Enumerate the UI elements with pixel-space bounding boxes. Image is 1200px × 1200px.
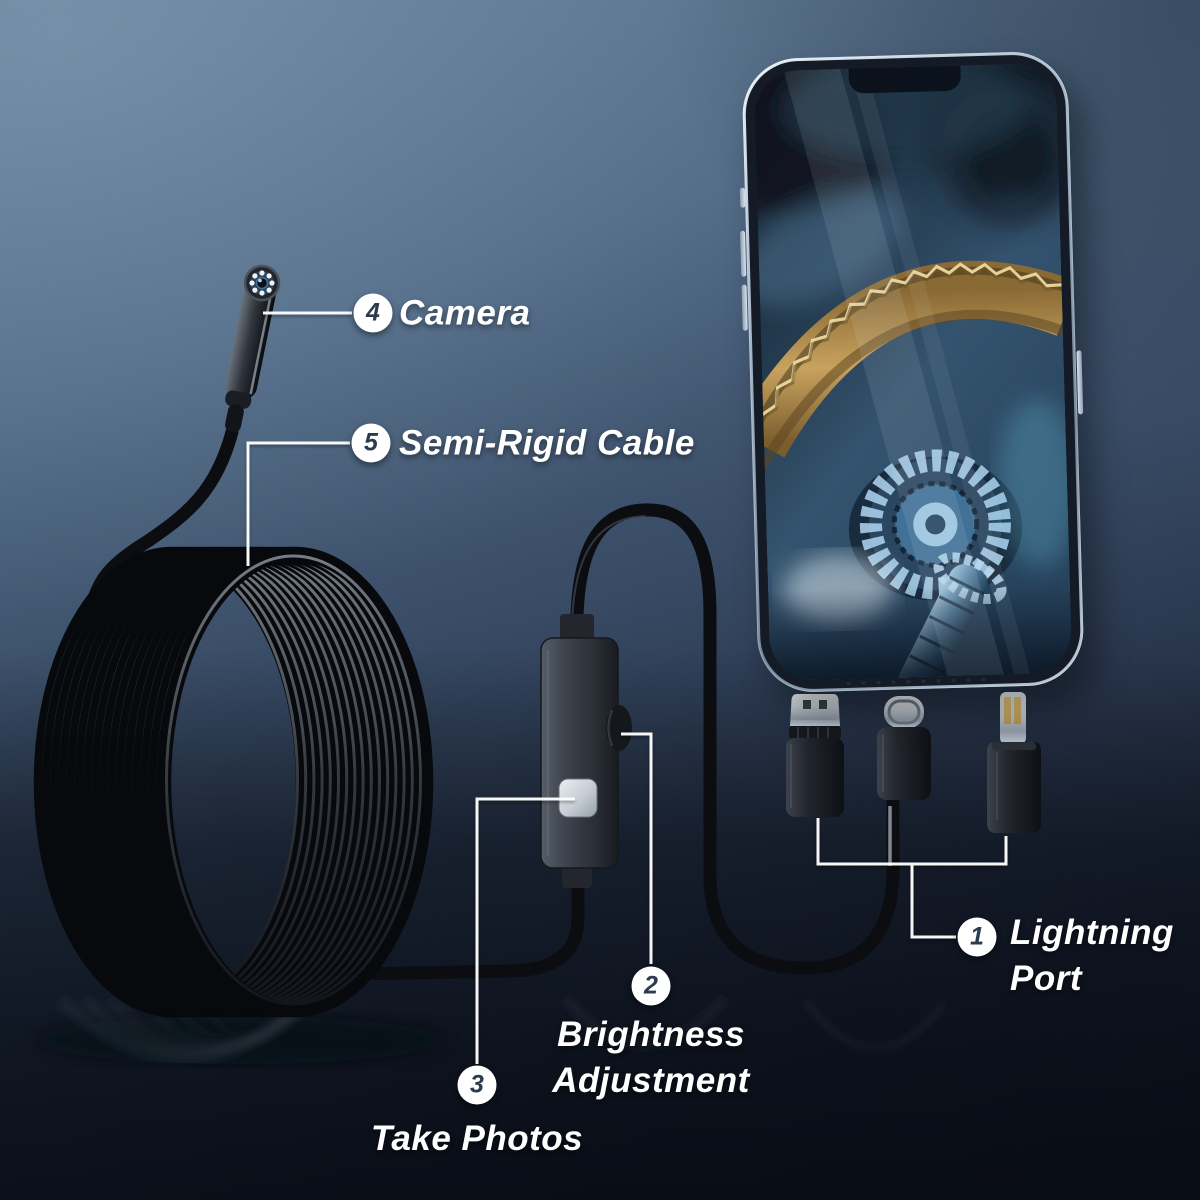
badge-1: 1: [957, 917, 997, 957]
control-unit: [540, 614, 632, 888]
micro-usb-connector: [786, 694, 844, 817]
callout-lines: [246, 311, 1008, 1064]
smartphone: [739, 50, 1085, 694]
label-brightness-line2: Adjustment: [552, 1060, 750, 1100]
label-camera: Camera: [399, 293, 531, 333]
badge-4: 4: [353, 293, 393, 333]
speaker-holes: [846, 677, 997, 685]
coiled-cable: [33, 546, 434, 1018]
volume-up-button: [739, 230, 747, 277]
label-lightning-port-line2: Port: [1010, 958, 1082, 998]
brightness-dial[interactable]: [606, 705, 632, 751]
phone-body: [744, 53, 1082, 691]
badge-2: 2: [631, 966, 671, 1006]
unit-output-cable: [345, 877, 585, 981]
label-brightness-line1: Brightness: [557, 1015, 745, 1054]
screen-gear-image: [753, 62, 1073, 682]
label-take-photos: Take Photos: [370, 1119, 584, 1158]
label-semi-rigid-cable: Semi-Rigid Cable: [399, 423, 695, 463]
badge-5: 5: [351, 423, 391, 463]
phone-screen: [753, 62, 1073, 682]
camera-led-ring: [243, 264, 281, 302]
label-brightness-adjustment: Brightness Adjustment: [552, 1012, 750, 1103]
phone-notch: [848, 65, 962, 94]
callout-line-lightning-port: [910, 864, 956, 939]
callout-line-brightness: [621, 732, 653, 964]
callout-line-semi-rigid-cable: [246, 441, 350, 566]
usb-c-connector: [877, 696, 931, 800]
brass-gear: [753, 260, 1073, 469]
callout-line-take-photos: [475, 797, 575, 1064]
volume-down-button: [741, 284, 748, 331]
label-lightning-port-line1: Lightning: [1010, 913, 1174, 952]
camera-probe: [225, 264, 281, 433]
badge-3: 3: [457, 1065, 497, 1105]
lightning-connector: [987, 692, 1041, 833]
label-lightning-port: Lightning Port: [1010, 910, 1174, 1001]
callout-line-connectors: [816, 818, 1008, 866]
mute-switch: [739, 187, 746, 208]
